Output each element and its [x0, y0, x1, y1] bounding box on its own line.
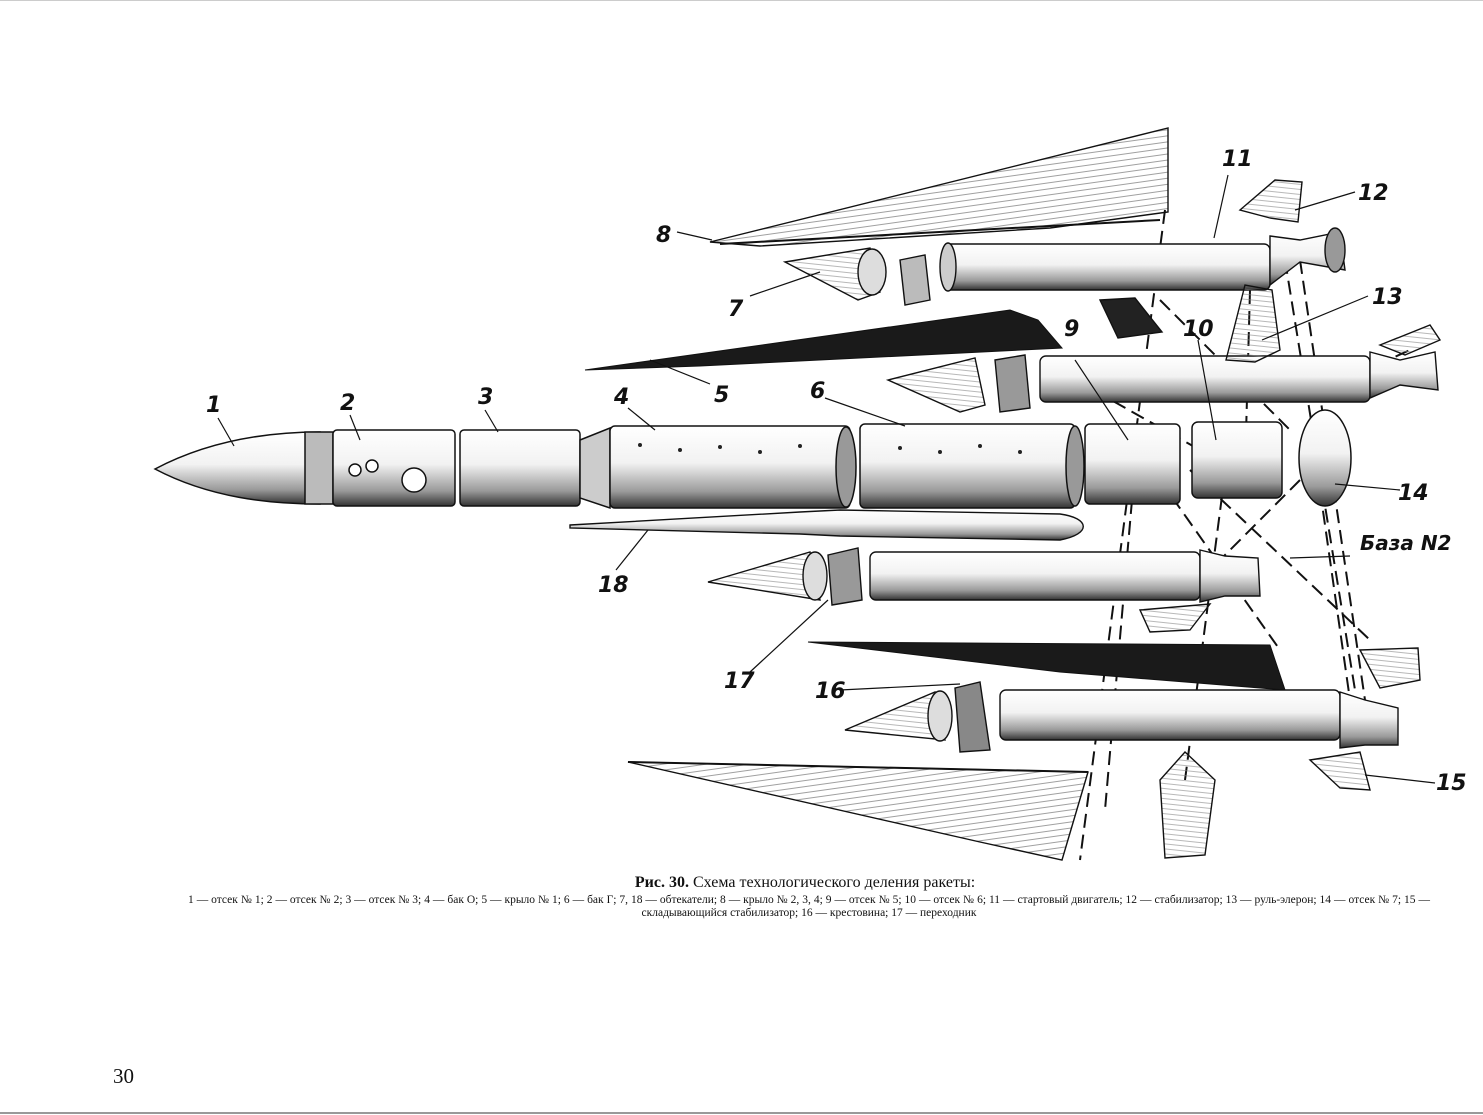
base-label: База N2 [1360, 531, 1451, 555]
fourth-booster-group [844, 647, 1421, 791]
compartment-3 [459, 429, 581, 507]
caption-title: Рис. 30. Схема технологического деления … [180, 874, 1430, 892]
label-15: 15 [1436, 771, 1467, 796]
label-14: 14 [1398, 481, 1429, 506]
upper-booster-group [709, 127, 1346, 306]
label-11: 11 [1222, 147, 1253, 172]
rudder-aileron-13 [1225, 284, 1281, 363]
compartment-6 [1191, 421, 1283, 499]
label-10: 10 [1183, 317, 1214, 342]
label-2: 2 [340, 391, 355, 416]
figure-caption: Рис. 30. Схема технологического деления … [180, 874, 1430, 920]
page-number: 30 [113, 1064, 134, 1088]
dark-flap-9 [1098, 297, 1164, 339]
label-1: 1 [206, 393, 221, 418]
stabilizer-lower [1159, 750, 1216, 859]
label-8: 8 [656, 223, 671, 248]
label-3: 3 [478, 385, 493, 410]
label-6: 6 [810, 379, 825, 404]
fairing-7 [782, 247, 881, 301]
cross-16 [954, 681, 991, 753]
fairing-18 [569, 509, 1084, 541]
caption-title-text: Схема технологического деления ракеты: [692, 874, 976, 891]
compartment-7 [1298, 409, 1352, 507]
tank-o [609, 425, 851, 509]
label-4: 4 [613, 385, 629, 410]
bottom-rule [0, 1112, 1483, 1114]
top-rule [0, 0, 1483, 1]
label-18: 18 [598, 573, 629, 598]
label-9: 9 [1064, 317, 1079, 342]
nose-cone [153, 431, 321, 505]
compartment-5 [1084, 423, 1181, 505]
booster-upper-body [944, 243, 1271, 291]
wing-dark-lower [807, 641, 1286, 691]
wing-lower-large [627, 761, 1089, 861]
wing-upper [709, 127, 1169, 247]
label-13: 13 [1372, 285, 1403, 310]
label-16: 16 [815, 679, 846, 704]
tank-g [859, 423, 1076, 509]
stabilizer-12 [1238, 179, 1303, 223]
caption-prefix: Рис. 30. [634, 874, 689, 891]
caption-legend: 1 — отсек № 1; 2 — отсек № 2; 3 — отсек … [188, 894, 1430, 919]
third-booster-group [707, 547, 1261, 633]
label-5: 5 [714, 383, 729, 408]
label-17: 17 [724, 669, 755, 694]
leader-lines [217, 174, 1436, 784]
part-labels: 1 2 3 4 5 6 7 8 9 10 11 12 13 14 15 16 1… [206, 147, 1467, 796]
wing-5 [584, 309, 1064, 371]
label-7: 7 [728, 297, 744, 322]
folding-stabilizer-15 [1308, 751, 1371, 791]
label-12: 12 [1358, 181, 1389, 206]
adapter-17 [827, 547, 863, 606]
main-rocket-body [153, 409, 1352, 510]
